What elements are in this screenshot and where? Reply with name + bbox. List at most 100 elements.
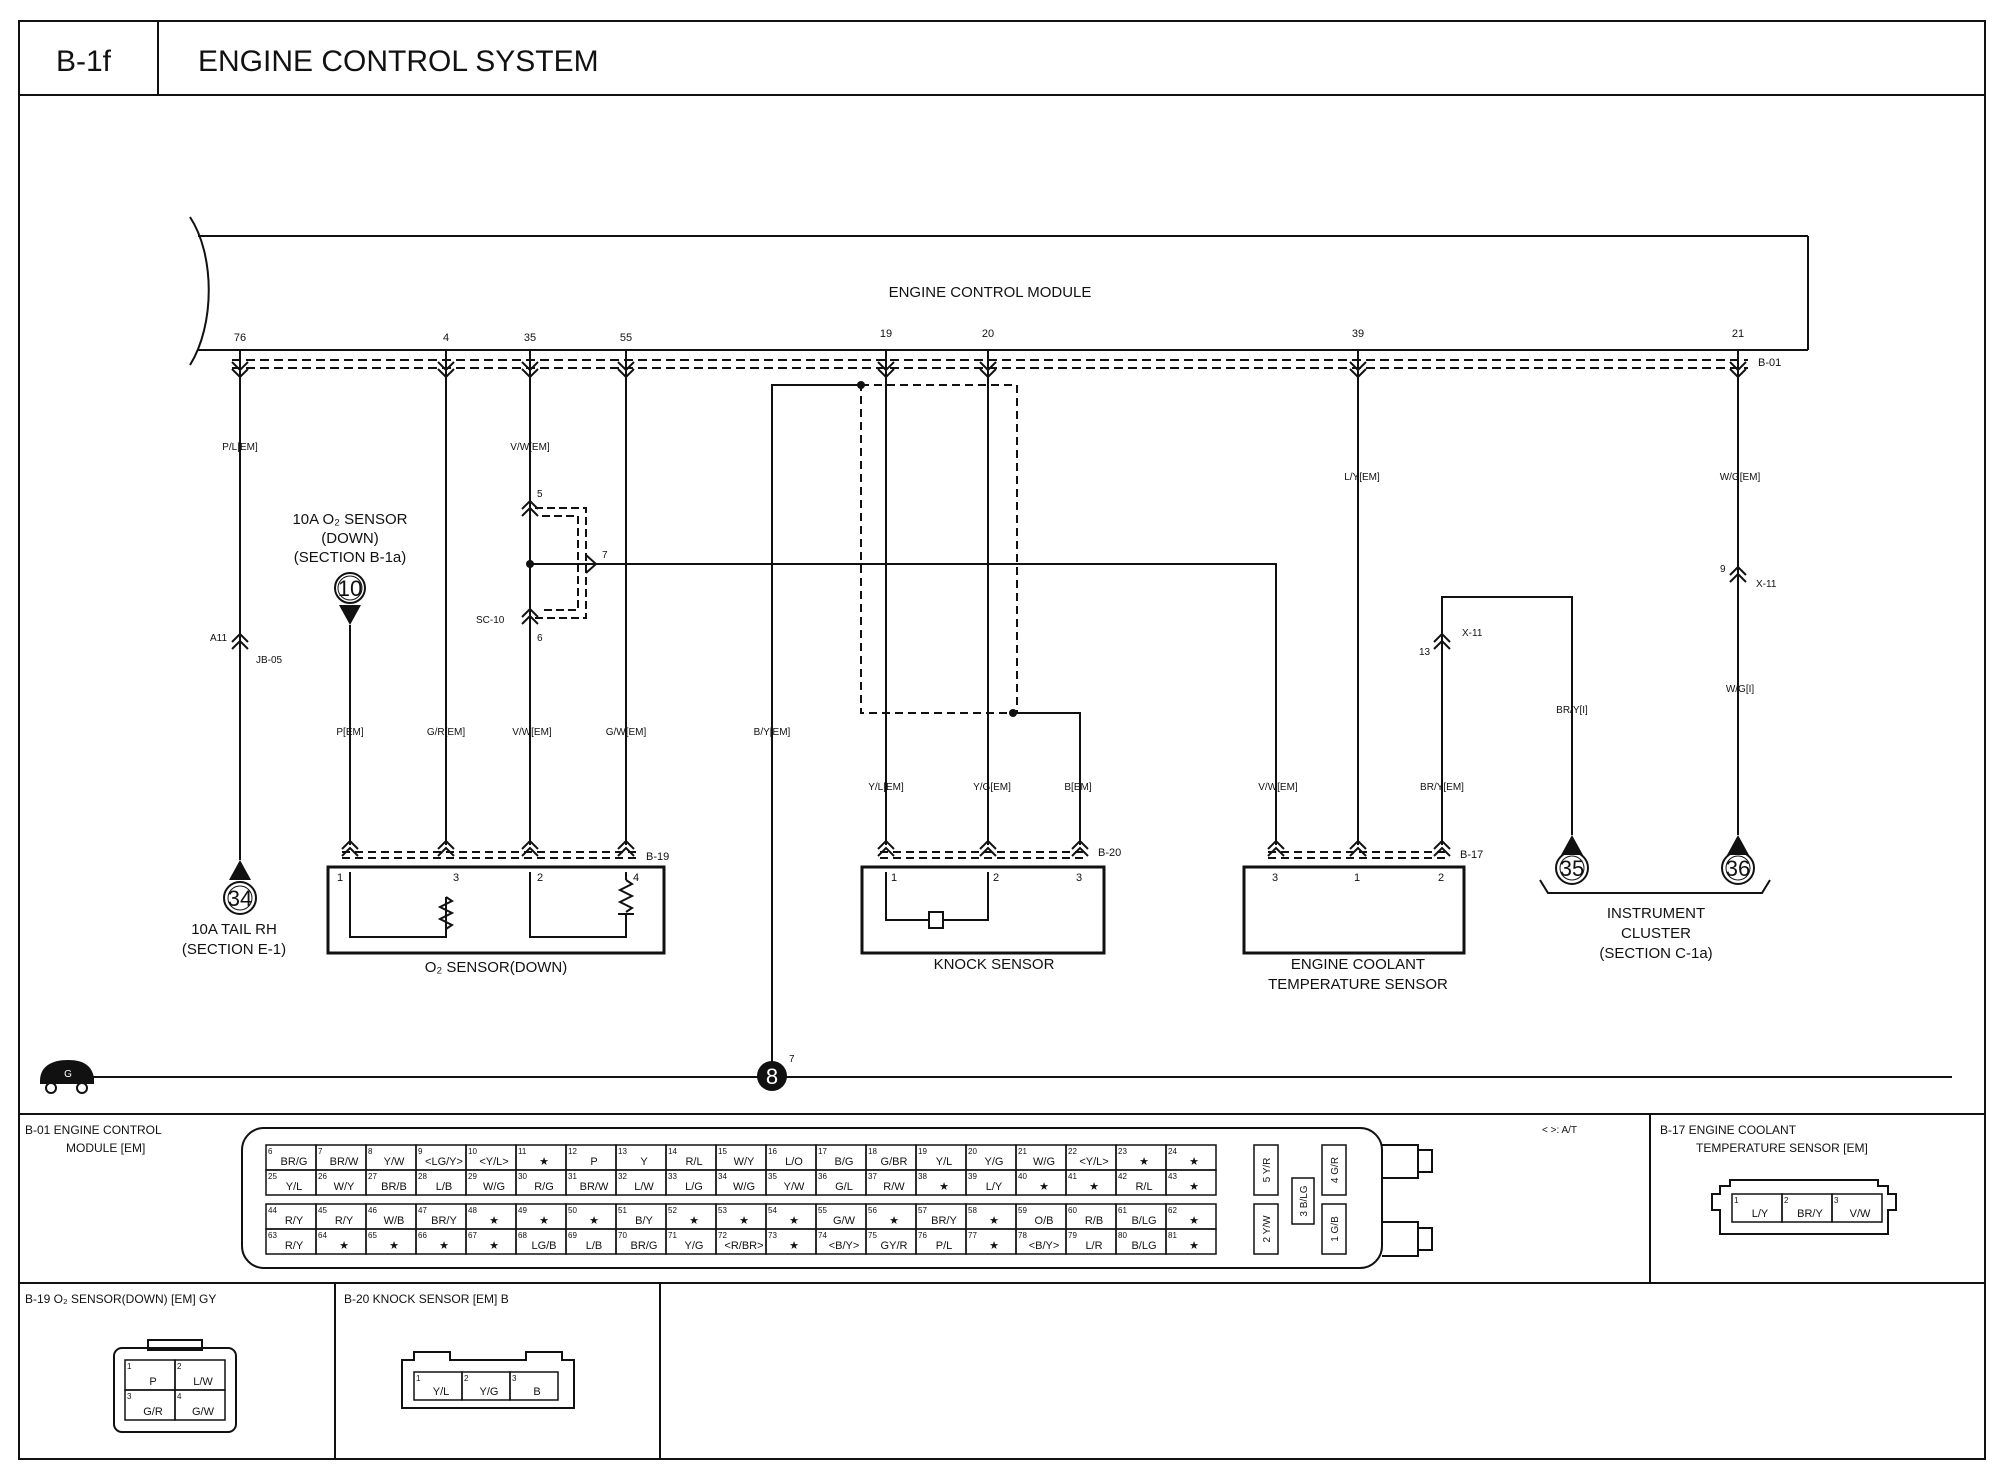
wire-color: BR/Y [1797, 1208, 1823, 1220]
o2-sensor-component[interactable]: 1 3 2 4 B-19 O₂ SENSOR(DOWN) [326, 851, 669, 976]
b01-cell-28: 28L/B [415, 1169, 467, 1196]
joint-a11: A11 [210, 633, 227, 644]
pin-number: 19 [918, 1147, 927, 1156]
joint-pin5: 5 [537, 489, 543, 500]
ground-point-8[interactable]: 8 7 [757, 1054, 795, 1091]
wire-color: L/Y [986, 1181, 1003, 1193]
pin-number: 22 [1068, 1147, 1077, 1156]
wire-color: BR/W [580, 1181, 609, 1193]
pin-number: 59 [1018, 1206, 1027, 1215]
wire-color: W/Y [334, 1181, 355, 1193]
wire-color: ★ [1139, 1156, 1149, 1168]
pin-number: 10 [468, 1147, 477, 1156]
ecm-pin-76: 76 [234, 332, 246, 344]
pin-number: 61 [1118, 1206, 1127, 1215]
b01-side-cell-5: 5 Y/R [1253, 1144, 1279, 1196]
pin-number: 63 [268, 1231, 277, 1240]
pin-number: 30 [518, 1172, 527, 1181]
tail-ref-34[interactable]: 34 10A TAIL RH (SECTION E-1) [182, 860, 286, 958]
pin-number: 64 [318, 1231, 327, 1240]
knock-pin-1: 1 [891, 872, 897, 884]
joint-jb05: JB-05 [256, 655, 283, 666]
vehicle-ground-icon: G [40, 1060, 94, 1094]
o2-ref-title-1: 10A O₂ SENSOR [292, 511, 407, 528]
wire-label-o2-gw: G/W[EM] [606, 727, 647, 738]
o2-connector: B-19 [646, 851, 669, 863]
wire-color: ★ [689, 1215, 699, 1227]
pin-number: 60 [1068, 1206, 1077, 1215]
pin-number: 1 [1734, 1196, 1739, 1205]
pin-number: 40 [1018, 1172, 1027, 1181]
pin-number: 2 [464, 1374, 469, 1383]
pin-number: 38 [918, 1172, 927, 1181]
b01-cell-24: 24★ [1165, 1144, 1217, 1171]
pin-number: 3 [1834, 1196, 1839, 1205]
wire-color: B/Y [635, 1215, 653, 1227]
b01-cell-46: 46W/B [365, 1203, 417, 1230]
pin-number: 13 [618, 1147, 627, 1156]
joint-pin6: 6 [537, 633, 543, 644]
b01-cell-38: 38★ [915, 1169, 967, 1196]
ect-connector: B-17 [1460, 849, 1483, 861]
pin-number: 49 [518, 1206, 527, 1215]
b01-cell-50: 50★ [565, 1203, 617, 1230]
pin-number: 69 [568, 1231, 577, 1240]
pin-number: 53 [718, 1206, 727, 1215]
o2-ref-10[interactable]: 10A O₂ SENSOR (DOWN) (SECTION B-1a) 10 [292, 511, 408, 625]
o2-ref-title-2: (DOWN) [321, 530, 378, 547]
ect-sensor-component[interactable]: 3 1 2 B-17 ENGINE COOLANT TEMPERATURE SE… [1242, 849, 1483, 993]
junction-dots [526, 381, 1017, 717]
ect-pin-3: 3 [1272, 872, 1278, 884]
b01-side-cell-3: 3 B/LG [1291, 1177, 1315, 1225]
up-arrow-icon [229, 860, 251, 880]
pin-number: 1 [416, 1374, 421, 1383]
b01-cell-55: 55G/W [815, 1203, 867, 1230]
wire-color: G/R [143, 1406, 163, 1418]
b01-cell-45: 45R/Y [315, 1203, 367, 1230]
pin-number: 75 [868, 1231, 877, 1240]
pin-number: 70 [618, 1231, 627, 1240]
b01-cell-29: 29W/G [465, 1169, 517, 1196]
wire-color: B/LG [1131, 1215, 1156, 1227]
wire-color: ★ [439, 1240, 449, 1252]
ect-label-1: ENGINE COOLANT [1291, 956, 1425, 973]
wire-color: ★ [739, 1215, 749, 1227]
ecm-box [189, 216, 1809, 366]
b01-cell-6: 6BR/G [265, 1144, 317, 1171]
b17-cell-1: 1L/Y [1731, 1193, 1783, 1223]
b01-cell-66: 66 ★ [415, 1228, 467, 1255]
wire-color: W/Y [734, 1156, 755, 1168]
wire-color: BR/W [330, 1156, 359, 1168]
pin-number: 16 [768, 1147, 777, 1156]
knock-sensor-component[interactable]: 1 2 3 B-20 KNOCK SENSOR [860, 847, 1121, 973]
b01-cell-77: 77★ [965, 1228, 1017, 1255]
at-note: < >: A/T [1542, 1125, 1577, 1136]
pin-number: 2 [1784, 1196, 1789, 1205]
pin-number: 42 [1118, 1172, 1127, 1181]
b01-cell-60: 60R/B [1065, 1203, 1117, 1230]
b01-cell-62: 62★ [1165, 1203, 1217, 1230]
instrument-cluster-ref[interactable]: 35 36 INSTRUMENT CLUSTER (SECTION C-1a) [1539, 835, 1771, 962]
pin-number: 2 [177, 1362, 182, 1371]
pin-number: 25 [268, 1172, 277, 1181]
ground-pin: 7 [789, 1054, 795, 1065]
b01-cell-26: 26W/Y [315, 1169, 367, 1196]
b01-cell-25: 25Y/L [265, 1169, 317, 1196]
pin-number: 65 [368, 1231, 377, 1240]
pin-number: 81 [1168, 1231, 1177, 1240]
wire-color: ★ [1089, 1181, 1099, 1193]
pin-number: 77 [968, 1231, 977, 1240]
pin-number: 26 [318, 1172, 327, 1181]
ic-line-1: INSTRUMENT [1607, 905, 1705, 922]
pin-number: 78 [1018, 1231, 1027, 1240]
wire-color: <Y/L> [479, 1156, 508, 1168]
joint-x11-left: X-11 [1462, 628, 1483, 639]
b17-view-title-1: B-17 ENGINE COOLANT [1660, 1123, 1797, 1137]
pin-number: 66 [418, 1231, 427, 1240]
svg-text:1 G/B: 1 G/B [1330, 1216, 1341, 1242]
b01-cell-52: 52★ [665, 1203, 717, 1230]
